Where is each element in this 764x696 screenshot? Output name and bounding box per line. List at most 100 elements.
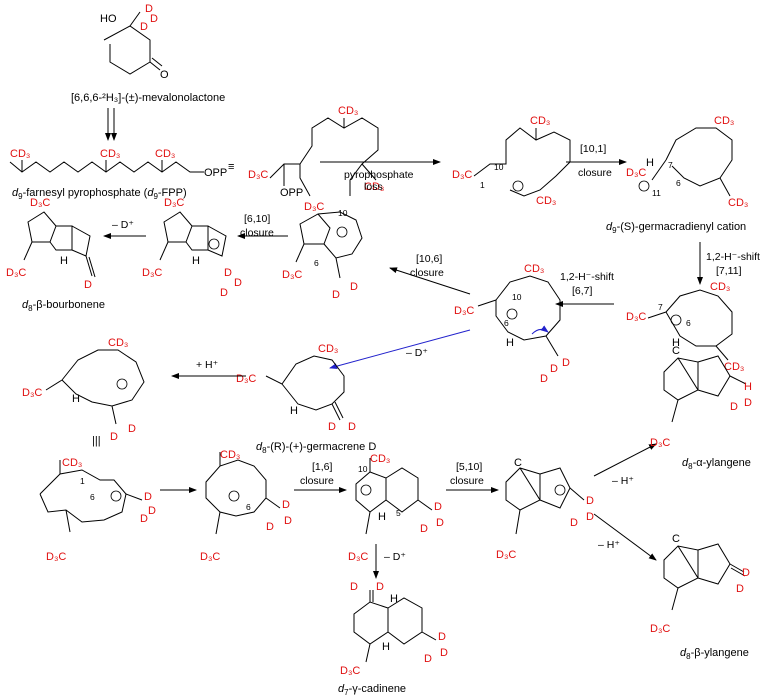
hydrogen-label: H <box>672 337 680 349</box>
condition-text: + H⁺ <box>196 359 219 371</box>
carbon-number: 6 <box>314 258 319 268</box>
condition-text: 1,2-H⁻-shift <box>560 271 614 283</box>
d3c-label: D₃C <box>454 305 474 317</box>
c6-cation-structure-right: CD₃ CD₃ D₃C H 7 6 <box>626 281 744 373</box>
d3c-label: D₃C <box>282 269 302 281</box>
d3c-label: D₃C <box>650 623 670 635</box>
d-label: D <box>570 517 578 529</box>
d-label: D <box>84 279 92 291</box>
d-label: D <box>550 363 558 375</box>
d-label: D <box>730 401 738 413</box>
d-label: D <box>234 277 242 289</box>
allylic-cation-bottom-left: CD₃ D₃C D D D 1 6 <box>39 457 156 563</box>
d3c-label: D₃C <box>304 201 324 213</box>
d-label: D <box>284 515 292 527</box>
cd3-label: CD₃ <box>710 281 730 293</box>
d-label: D <box>266 521 274 533</box>
resonance-equivalence: ||| <box>92 435 101 447</box>
d-label: D <box>438 631 446 643</box>
condition-text: [5,10] <box>456 461 482 473</box>
carbon-number: 6 <box>686 318 691 328</box>
d-label: D <box>140 21 148 33</box>
cation-charge <box>228 490 240 502</box>
d-label: D <box>440 647 448 659</box>
cd3-label: CD₃ <box>724 361 744 373</box>
condition-text: – D⁺ <box>406 347 428 359</box>
carbon-number: 5 <box>396 508 401 518</box>
cd3-label: CD₃ <box>364 181 384 193</box>
cation-charge <box>512 180 524 192</box>
methyl-label: C <box>672 345 680 357</box>
d-label: D <box>348 421 356 433</box>
d-label: D <box>328 421 336 433</box>
carbon-number: 11 <box>652 188 661 198</box>
opp-label: OPP <box>204 167 227 179</box>
d3c-label: D₃C <box>6 267 26 279</box>
d-label: D <box>586 495 594 507</box>
carbonyl-oxygen-label: O <box>160 69 169 81</box>
cd3-label: CD₃ <box>530 115 550 127</box>
hydrogen-label: H <box>646 157 654 169</box>
cd3-label: CD₃ <box>100 148 120 160</box>
fpp-folded-structure: D₃C CD₃ CD₃ OPP <box>248 105 384 199</box>
d-label: D <box>420 523 428 535</box>
cadinene-name: d7-γ-cadinene <box>338 683 406 696</box>
a-ylangene-structure: C D₃C H D D d8-α-ylangene <box>650 345 752 471</box>
cation-charge <box>506 308 518 320</box>
d3c-label: D₃C <box>650 437 670 449</box>
germacradienyl-name: d9-(S)-germacradienyl cation <box>606 221 746 235</box>
cation-charge <box>110 490 122 502</box>
condition-text: [1,6] <box>312 461 333 473</box>
cd3-label: CD₃ <box>155 148 175 160</box>
fpp-linear-structure: CD₃ CD₃ CD₃ OPP d9-farnesyl pyrophosphat… <box>9 148 227 201</box>
d-label: D <box>586 511 594 523</box>
cation-charge <box>208 238 220 250</box>
condition-text: pyrophosphate <box>344 169 414 181</box>
condition-text: closure <box>240 227 274 239</box>
cd3-label: CD₃ <box>338 105 358 117</box>
d3c-label: D₃C <box>340 665 360 677</box>
cd3-label: CD₃ <box>536 195 556 207</box>
d-label: D <box>350 281 358 293</box>
hydrogen-label: H <box>744 381 752 393</box>
ring-cation-bottom-middle: CD₃ D₃C D D D 6 <box>200 449 292 563</box>
b-ylangene-structure: C D₃C D D d8-β-ylangene <box>650 533 750 661</box>
carbon-number: 6 <box>676 178 681 188</box>
hydrogen-label: H <box>60 255 68 267</box>
d3c-label: D₃C <box>248 169 268 181</box>
condition-text: closure <box>578 167 612 179</box>
d-label: D <box>332 289 340 301</box>
d3c-label: D₃C <box>626 311 646 323</box>
d3c-label: D₃C <box>30 197 50 209</box>
cd3-label: CD₃ <box>370 453 390 465</box>
condition-text: [7,11] <box>716 265 742 277</box>
opp-label: OPP <box>280 187 303 199</box>
cation-charge <box>670 314 682 326</box>
d3c-label: D₃C <box>626 167 646 179</box>
d-label: D <box>424 653 432 665</box>
ylangene-cation-structure: C D₃C D D D <box>496 457 594 561</box>
cd3-label: CD₃ <box>220 449 240 461</box>
cd3-label: CD₃ <box>10 148 30 160</box>
hydrogen-label: H <box>378 511 386 523</box>
d-label: D <box>350 581 358 593</box>
tricyclic-cation-structure: D₃C D₃C D D D H <box>142 197 242 299</box>
condition-text: [10,6] <box>416 253 442 265</box>
cd3-label: CD₃ <box>108 337 128 349</box>
hydrogen-label: H <box>72 393 80 405</box>
d-label: D <box>736 583 744 595</box>
carbon-number: 10 <box>494 162 504 172</box>
condition-text: closure <box>300 475 334 487</box>
arrow-to-b-ylangene <box>593 513 657 561</box>
condition-text: [6,10] <box>244 213 270 225</box>
cd3-label: CD₃ <box>714 115 734 127</box>
d3c-label: D₃C <box>452 169 472 181</box>
bicyclic-cation-structure: D₃C D₃C D D 10 6 <box>282 201 363 301</box>
hydrogen-label: H <box>290 405 298 417</box>
d-label: D <box>562 357 570 369</box>
d3c-label: D₃C <box>496 549 516 561</box>
d-label: D <box>140 513 148 525</box>
d-label: D <box>742 567 750 579</box>
